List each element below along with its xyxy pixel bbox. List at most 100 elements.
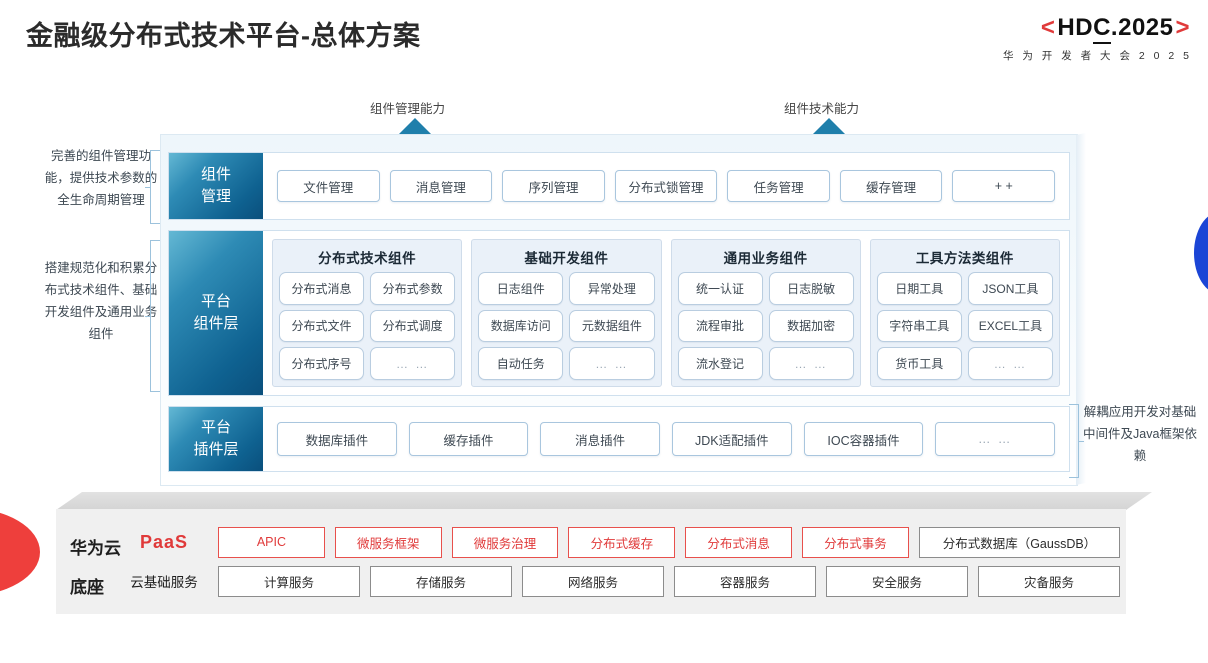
component-cell[interactable]: 分布式文件: [279, 309, 365, 343]
paas-service-chip[interactable]: APIC: [218, 526, 325, 558]
component-cell[interactable]: 异常处理: [569, 272, 655, 305]
blue-lens-decoration: [1194, 212, 1208, 294]
plugin-item[interactable]: IOC容器插件: [803, 422, 924, 456]
paas-service-chip-database[interactable]: 分布式数据库（GaussDB）: [918, 526, 1121, 558]
component-group-title: 基础开发组件: [524, 251, 609, 266]
hdc-text-c: C: [1093, 14, 1111, 44]
base-panel-bevel: [56, 492, 1152, 510]
hdc-text-hd: HD: [1057, 14, 1094, 41]
side-note-decoupling: 解耦应用开发对基础中间件及Java框架依赖: [1083, 405, 1197, 463]
component-cell[interactable]: 数据库访问: [478, 309, 564, 343]
component-cell[interactable]: 日志脱敏: [768, 272, 854, 305]
component-group-grid: 日期工具 JSON工具 字符串工具 EXCEL工具 货币工具 … …: [876, 272, 1053, 380]
component-item[interactable]: 消息管理: [389, 170, 493, 202]
plugin-item[interactable]: 数据库插件: [277, 422, 397, 456]
cloud-service-chip[interactable]: 安全服务: [826, 565, 968, 597]
layer-tab-component-management: 组件 管理: [169, 153, 263, 219]
component-cell[interactable]: 分布式参数: [370, 272, 456, 305]
component-cell[interactable]: 分布式消息: [279, 272, 365, 305]
component-item[interactable]: 分布式锁管理: [614, 170, 718, 202]
component-cell[interactable]: 分布式调度: [370, 309, 456, 343]
layer-tab-line2: 插件层: [193, 441, 239, 458]
angle-bracket-right-icon: >: [1175, 14, 1190, 41]
paas-service-chip[interactable]: 分布式缓存: [568, 526, 676, 558]
base-panel: [56, 509, 1126, 614]
component-item[interactable]: 文件管理: [277, 170, 380, 202]
layer-tab-line2: 管理: [200, 188, 231, 205]
component-cell[interactable]: 数据加密: [768, 309, 854, 343]
cloud-service-chip[interactable]: 计算服务: [218, 565, 360, 597]
layer-body-component-management: 文件管理 消息管理 序列管理 分布式锁管理 任务管理 缓存管理 + +: [263, 153, 1069, 219]
component-cell[interactable]: 元数据组件: [569, 309, 655, 343]
component-group-title: 通用业务组件: [723, 251, 808, 266]
page-title: 金融级分布式技术平台-总体方案: [26, 21, 421, 51]
layer-tab-line1: 组件: [200, 165, 231, 183]
paas-service-row: PaaS APIC 微服务框架 微服务治理 分布式缓存 分布式消息 分布式事务 …: [120, 526, 1121, 558]
layer-platform-components: 平台 组件层 分布式技术组件 分布式消息 分布式参数 分布式文件 分布式调度 分…: [168, 230, 1070, 396]
side-note-component-management: 完善的组件管理功能，提供技术参数的全生命周期管理: [44, 149, 158, 207]
base-label-line1: 华为云: [70, 539, 121, 558]
hdc-logo-subtitle: 华 为 开 发 者 大 会 2 0 2 5: [1002, 50, 1192, 62]
component-group-grid: 分布式消息 分布式参数 分布式文件 分布式调度 分布式序号 … …: [279, 272, 456, 380]
paas-service-chip[interactable]: 微服务治理: [451, 526, 559, 558]
component-group: 通用业务组件 统一认证 日志脱敏 流程审批 数据加密 流水登记 … …: [670, 239, 861, 387]
component-cell-more[interactable]: … …: [370, 347, 456, 380]
layer-tab-platform-components: 平台 组件层: [169, 231, 263, 395]
component-group-grid: 统一认证 日志脱敏 流程审批 数据加密 流水登记 … …: [677, 272, 854, 380]
brace-left-top: [145, 150, 160, 224]
component-cell[interactable]: 日期工具: [876, 272, 962, 305]
layer-tab-line1: 平台: [200, 418, 231, 436]
brace-right: [1069, 404, 1084, 478]
cloud-service-chip[interactable]: 存储服务: [370, 565, 512, 597]
paas-service-chip[interactable]: 分布式事务: [802, 526, 909, 558]
paas-tier-label: PaaS: [139, 531, 189, 552]
component-cell[interactable]: 字符串工具: [876, 309, 962, 343]
plugin-item[interactable]: JDK适配插件: [672, 422, 792, 456]
hdc-logo-main: <HDC.2025>: [1003, 14, 1192, 44]
component-cell[interactable]: 自动任务: [478, 347, 564, 380]
cloud-tier-label: 云基础服务: [130, 575, 198, 590]
cloud-service-row: 云基础服务 计算服务 存储服务 网络服务 容器服务 安全服务 灾备服务: [120, 565, 1120, 597]
side-note-component-layer: 搭建规范化和积累分布式技术组件、基础开发组件及通用业务组件: [44, 261, 158, 341]
component-cell[interactable]: EXCEL工具: [967, 309, 1053, 343]
plugin-item[interactable]: 缓存插件: [408, 422, 529, 456]
component-cell[interactable]: 货币工具: [876, 347, 962, 380]
plugin-item[interactable]: 消息插件: [540, 422, 661, 456]
angle-bracket-left-icon: <: [1040, 14, 1056, 41]
cloud-service-chip[interactable]: 灾备服务: [978, 565, 1120, 597]
component-item-more[interactable]: + +: [952, 170, 1056, 202]
arrow-label-component-management: 组件管理能力: [370, 102, 446, 116]
component-item[interactable]: 序列管理: [502, 170, 605, 202]
component-item[interactable]: 缓存管理: [839, 170, 943, 202]
paas-service-chip[interactable]: 微服务框架: [334, 526, 442, 558]
component-cell[interactable]: 流水登记: [677, 347, 763, 380]
component-cell-more[interactable]: … …: [768, 347, 854, 380]
component-item[interactable]: 任务管理: [727, 170, 830, 202]
component-group-title: 工具方法类组件: [915, 251, 1014, 266]
component-cell[interactable]: 日志组件: [478, 272, 564, 305]
brace-left-middle: [145, 240, 160, 392]
component-cell-more[interactable]: … …: [967, 347, 1053, 380]
layer-body-platform-components: 分布式技术组件 分布式消息 分布式参数 分布式文件 分布式调度 分布式序号 … …: [263, 231, 1069, 395]
base-label-line2: 底座: [70, 578, 104, 597]
layer-platform-plugins: 平台 插件层 数据库插件 缓存插件 消息插件 JDK适配插件 IOC容器插件 ……: [168, 406, 1070, 472]
component-cell-more[interactable]: … …: [569, 347, 655, 380]
component-cell[interactable]: 统一认证: [677, 272, 763, 305]
component-group: 分布式技术组件 分布式消息 分布式参数 分布式文件 分布式调度 分布式序号 … …: [272, 239, 463, 387]
component-cell[interactable]: 分布式序号: [279, 347, 365, 380]
component-group: 工具方法类组件 日期工具 JSON工具 字符串工具 EXCEL工具 货币工具 ……: [869, 239, 1060, 387]
plugin-item-more[interactable]: … …: [935, 422, 1056, 456]
paas-service-chip[interactable]: 分布式消息: [685, 526, 793, 558]
layer-component-management: 组件 管理 文件管理 消息管理 序列管理 分布式锁管理 任务管理 缓存管理 + …: [168, 152, 1070, 220]
component-group-grid: 日志组件 异常处理 数据库访问 元数据组件 自动任务 … …: [478, 272, 655, 380]
layer-tab-platform-plugins: 平台 插件层: [169, 407, 263, 471]
cloud-service-chip[interactable]: 容器服务: [674, 565, 816, 597]
red-wedge-decoration: [0, 508, 40, 596]
layer-tab-line1: 平台: [200, 292, 231, 310]
hdc-logo: <HDC.2025> 华 为 开 发 者 大 会 2 0 2 5: [1003, 14, 1192, 63]
cloud-service-chip[interactable]: 网络服务: [522, 565, 664, 597]
component-cell[interactable]: 流程审批: [677, 309, 763, 343]
arrow-label-component-technology: 组件技术能力: [784, 102, 860, 116]
component-cell[interactable]: JSON工具: [967, 272, 1053, 305]
